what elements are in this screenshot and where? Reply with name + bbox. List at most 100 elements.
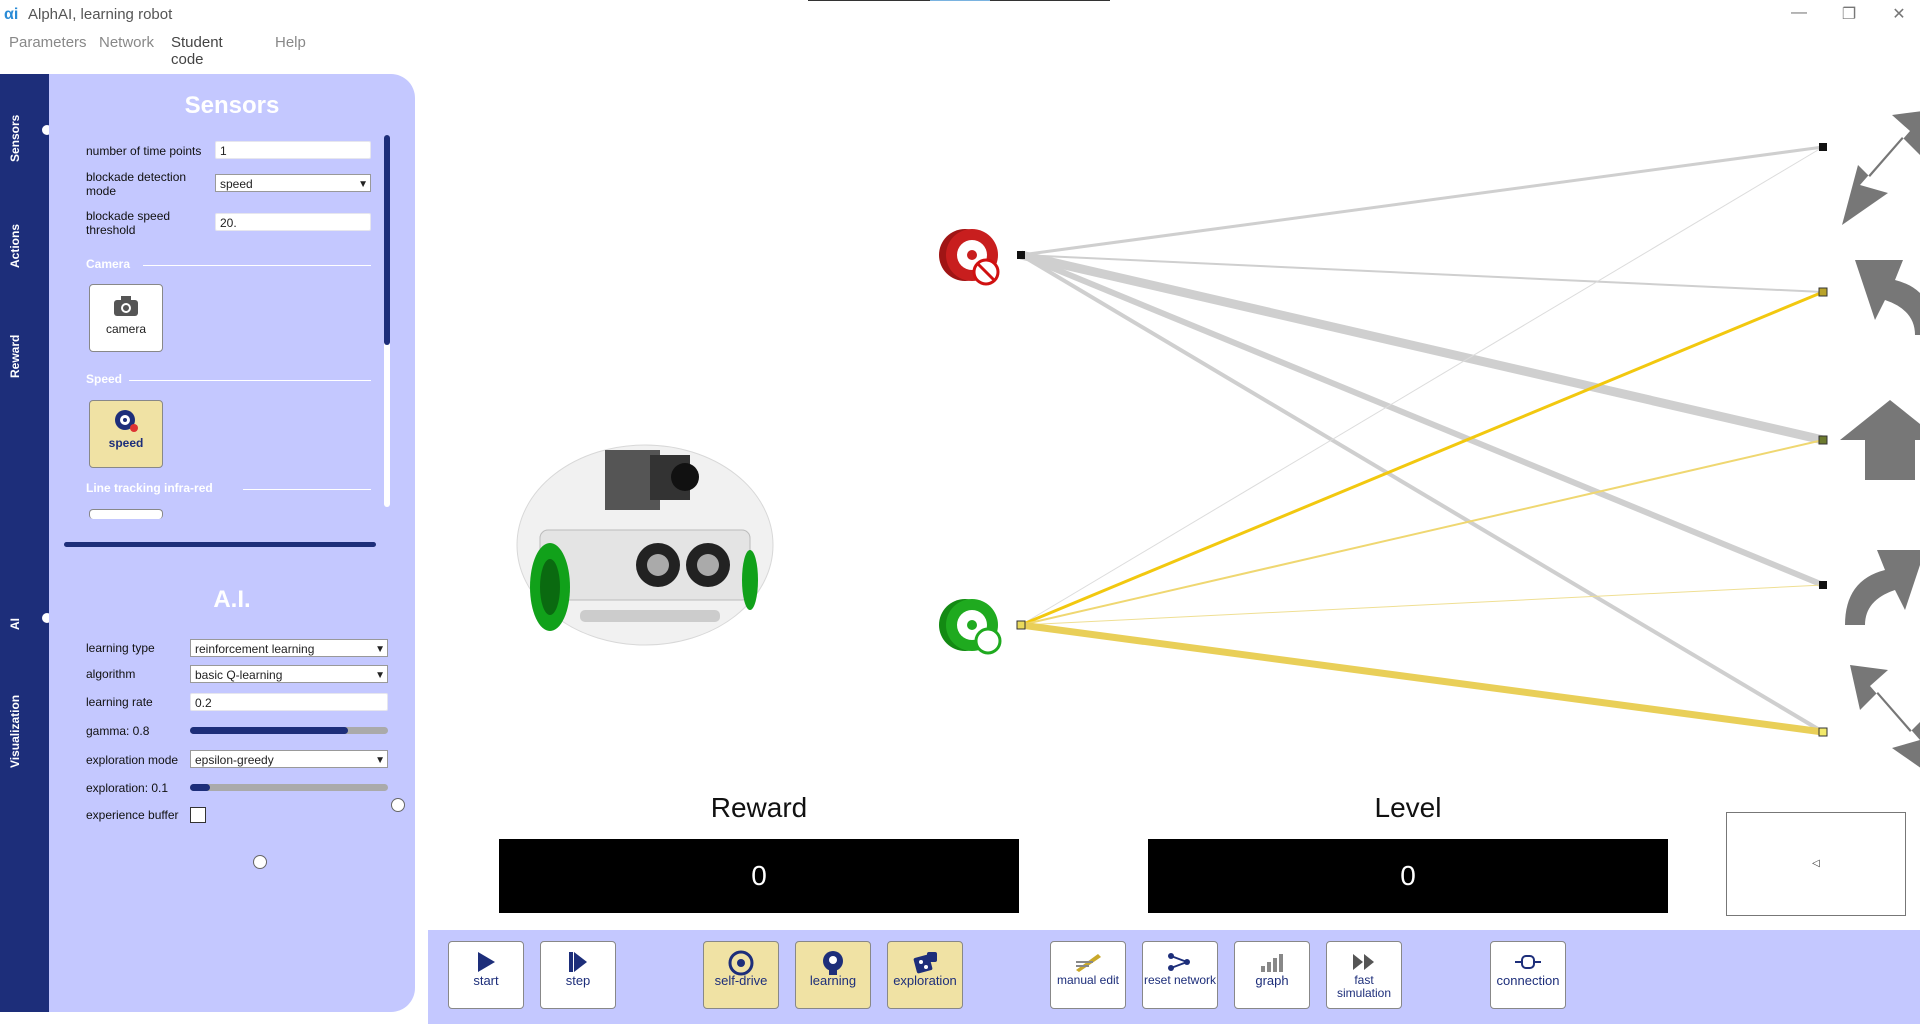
minimize-icon[interactable]: — [1791,4,1807,21]
gamma-slider-handle[interactable] [391,798,405,812]
turn-right-arrow-icon [1845,550,1920,625]
blockade-threshold-label: blockade speed threshold [86,209,171,237]
exploration-button[interactable]: exploration [887,941,963,1009]
time-points-input[interactable]: 1 [215,141,371,159]
tab-sensors[interactable]: Sensors [8,114,22,162]
app-logo: αi [4,6,19,23]
connection-0-0 [1020,145,1824,257]
menu-parameters[interactable]: Parameters [9,34,87,51]
connection-1-1 [1020,290,1824,627]
manual-edit-button[interactable]: manual edit [1050,941,1126,1009]
gamma-label: gamma: 0.8 [86,724,150,738]
learning-type-label: learning type [86,641,155,655]
turn-back-left-arrow-icon [1842,111,1920,225]
speed-heading: Speed [86,372,123,386]
start-label: start [473,973,499,988]
steering-wheel-icon [704,950,778,976]
network-connections [1019,145,1825,736]
exploration-mode-select[interactable]: epsilon-greedy ▼ [190,750,388,768]
algorithm-select[interactable]: basic Q-learning ▼ [190,665,388,683]
output-node-3[interactable] [1819,581,1827,589]
connection-1-4 [1020,621,1824,736]
output-node-1[interactable] [1818,287,1828,297]
connection-0-4 [1019,253,1825,734]
mini-view[interactable]: ◁ [1726,812,1906,916]
small-arrow-icon: ◁ [1812,858,1820,869]
wheel-free-icon [939,599,1002,655]
step-button[interactable]: step [540,941,616,1009]
panel-splitter[interactable] [64,542,376,547]
line-tracking-heading-line [243,489,371,490]
connection-0-1 [1020,254,1824,293]
chevron-down-icon: ▼ [358,179,368,190]
menu-student-code[interactable]: Student code [171,34,223,68]
plug-connection-icon [1491,950,1565,974]
graph-button[interactable]: graph [1234,941,1310,1009]
gamma-slider-fill [190,727,348,734]
blockade-mode-value: speed [220,177,253,191]
neural-network-view [939,111,1920,768]
algorithm-value: basic Q-learning [195,668,283,682]
camera-sensor-button[interactable]: camera [89,284,163,352]
close-icon[interactable]: ✕ [1892,6,1906,23]
start-button[interactable]: start [448,941,524,1009]
graph-label: graph [1255,973,1289,988]
title-progress-highlight [930,0,990,1]
algorithm-label: algorithm [86,667,136,681]
connection-label: connection [1496,973,1560,988]
pen-edit-icon [1051,950,1125,974]
reward-title: Reward [710,792,808,823]
network-reset-icon [1143,950,1217,974]
time-points-label: number of time points [86,144,202,158]
connection-1-3 [1020,584,1824,626]
output-node-0[interactable] [1819,143,1827,151]
input-node-0[interactable] [1017,251,1025,259]
self-drive-button[interactable]: self-drive [703,941,779,1009]
reward-display: 0 [499,839,1019,913]
blockade-mode-label: blockade detection mode [86,170,187,198]
tab-visualization[interactable]: Visualization [8,694,22,768]
exploration-slider-track[interactable] [190,784,388,791]
input-node-1[interactable] [1016,620,1026,630]
tab-reward[interactable]: Reward [8,334,22,378]
tab-actions[interactable]: Actions [8,224,22,269]
chevron-down-icon: ▼ [375,644,385,655]
exploration-mode-label: exploration mode [86,753,179,767]
speed-heading-line [129,380,371,381]
speed-wheel-icon [115,410,138,432]
blockade-threshold-input[interactable]: 20. [215,213,371,231]
camera-heading: Camera [86,257,131,271]
reset-network-button[interactable]: reset network [1142,941,1218,1009]
connection-1-2 [1020,439,1824,626]
learning-rate-input[interactable]: 0.2 [190,693,388,711]
connection-button[interactable]: connection [1490,941,1566,1009]
restore-icon[interactable]: ❐ [1841,6,1857,23]
learning-type-select[interactable]: reinforcement learning ▼ [190,639,388,657]
sensors-scrollbar-thumb[interactable] [384,135,390,345]
connection-1-0 [1020,146,1824,626]
output-node-4[interactable] [1818,727,1828,737]
speed-sensor-button[interactable]: speed [89,400,163,468]
fast-forward-icon [1327,950,1401,974]
fast-simulation-button[interactable]: fast simulation [1326,941,1402,1009]
robot-image [516,444,774,646]
experience-buffer-checkbox[interactable] [190,807,206,823]
exploration-label-text: exploration [893,973,957,988]
turn-left-arrow-icon [1855,260,1920,335]
exploration-slider-handle[interactable] [253,855,267,869]
ai-title: A.I. [213,586,251,613]
blockade-mode-select[interactable]: speed ▼ [215,174,371,192]
wheel-blocked-icon [939,229,1000,286]
reset-network-label: reset network [1143,973,1217,987]
output-node-2[interactable] [1818,435,1828,445]
menu-network[interactable]: Network [99,34,155,51]
forward-arrow-icon [1840,400,1920,480]
learning-button[interactable]: learning [795,941,871,1009]
line-tracking-sensor-button[interactable] [89,509,163,519]
graph-icon [1235,950,1309,974]
exploration-slider-fill [190,784,210,791]
menu-help[interactable]: Help [275,34,306,51]
tab-ai[interactable]: AI [8,618,22,630]
fast-simulation-label: fast simulation [1336,973,1392,1000]
learning-label: learning [809,973,857,988]
